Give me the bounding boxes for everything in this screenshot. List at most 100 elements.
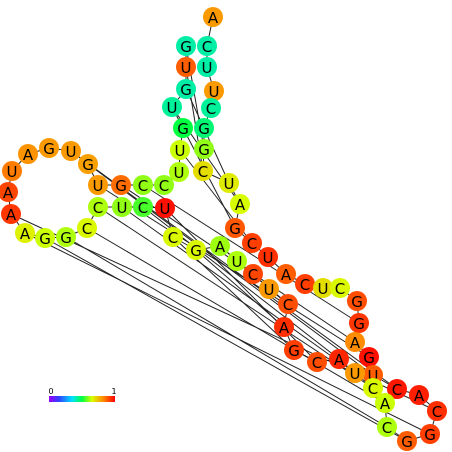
nucleotide-letter: G — [60, 229, 72, 247]
nucleotide-circle — [230, 194, 250, 214]
nucleotide-letter: C — [206, 100, 216, 118]
nucleotide-circle — [18, 144, 38, 164]
nucleotide-circle — [219, 173, 239, 193]
nucleotide: U — [176, 57, 196, 77]
nucleotide-letter: C — [247, 235, 257, 253]
nucleotide-letter: G — [351, 293, 363, 311]
nucleotide: A — [409, 385, 429, 405]
nucleotide-letter: U — [318, 280, 329, 298]
nucleotide-letter: C — [93, 199, 103, 217]
nucleotide: G — [347, 291, 367, 311]
nucleotide-circle — [1, 204, 21, 224]
nucleotide-circle — [173, 118, 193, 138]
nucleotide-circle — [420, 424, 440, 444]
nucleotide-circle — [427, 401, 447, 421]
nucleotide-circle — [15, 223, 35, 243]
nucleotide-circle — [363, 378, 383, 398]
nucleotide: C — [278, 294, 298, 314]
nucleotide: U — [162, 97, 182, 117]
base-pair-bond — [87, 163, 374, 376]
nucleotide-circle — [163, 227, 183, 247]
nucleotide-letter: A — [380, 395, 391, 413]
nucleotide-letter: U — [7, 163, 18, 181]
nucleotide-circle — [2, 161, 22, 181]
nucleotide: C — [427, 401, 447, 421]
nucleotide-letter: A — [279, 319, 290, 337]
base-pair-bond — [142, 184, 360, 324]
nucleotide-circle — [278, 294, 298, 314]
nucleotide-letter: A — [215, 238, 226, 256]
nucleotide-letter: C — [312, 354, 322, 372]
nucleotide-circle — [387, 379, 407, 399]
nucleotide-circle — [170, 140, 190, 160]
nucleotide-letter: C — [138, 177, 148, 195]
nucleotide-letter: G — [39, 230, 51, 248]
nucleotide: C — [243, 264, 263, 284]
nucleotide: U — [197, 57, 217, 77]
nucleotide-circle — [56, 227, 76, 247]
nucleotide: U — [169, 162, 189, 182]
nucleotide-letter: U — [117, 199, 128, 217]
nucleotide: G — [284, 340, 304, 360]
nucleotide: C — [387, 379, 407, 399]
nucleotide: U — [204, 81, 224, 101]
nucleotide: A — [345, 332, 365, 352]
nucleotide-letter: A — [334, 351, 345, 369]
nucleotide: A — [375, 393, 395, 413]
nucleotide-circle — [176, 79, 196, 99]
nucleotide-letter: U — [181, 59, 192, 77]
nucleotide-letter: G — [180, 38, 192, 56]
base-pair-bond — [164, 207, 318, 363]
nucleotide-letter: G — [115, 177, 127, 195]
nucleotide-letter: C — [382, 419, 392, 437]
nucleotide: U — [227, 251, 247, 271]
nucleotide-circle — [197, 57, 217, 77]
nucleotide-letter: U — [167, 99, 178, 117]
nucleotide-letter: U — [263, 249, 274, 267]
nucleotide-circle — [78, 154, 98, 174]
nucleotide-circle — [0, 182, 18, 202]
nucleotide-letter: C — [300, 276, 310, 294]
nucleotide: G — [176, 36, 196, 56]
nucleotide-circle — [274, 317, 294, 337]
nucleotide-circle — [176, 36, 196, 56]
nucleotide: G — [194, 139, 214, 159]
nucleotide-circle — [133, 197, 153, 217]
nucleotide-letter: G — [198, 120, 210, 138]
nucleotide-circle — [210, 236, 230, 256]
nucleotide-letter: G — [190, 242, 202, 260]
nucleotide: G — [35, 228, 55, 248]
nucleotide-circle — [227, 251, 247, 271]
nucleotide-letter: A — [208, 9, 219, 27]
nucleotide: C — [154, 175, 174, 195]
nucleotide: A — [1, 204, 21, 224]
nucleotide-letter: G — [401, 433, 413, 451]
nucleotide: C — [242, 233, 262, 253]
nucleotide: G — [78, 154, 98, 174]
nucleotide-circle — [186, 240, 206, 260]
nucleotide-letter: C — [82, 220, 92, 238]
nucleotide-letter: A — [6, 206, 17, 224]
nucleotide-letter: U — [350, 365, 361, 383]
nucleotide-circle — [409, 385, 429, 405]
nucleotide-letter: G — [288, 342, 300, 360]
nucleotide-circle — [39, 138, 59, 158]
nucleotide-circle — [295, 274, 315, 294]
nucleotide: C — [201, 98, 221, 118]
nucleotide: U — [258, 247, 278, 267]
nucleotide-circle — [154, 175, 174, 195]
nucleotide: G — [225, 218, 245, 238]
nucleotide: C — [363, 378, 383, 398]
nucleotide-letter: C — [335, 280, 345, 298]
nucleotide-circle — [88, 175, 108, 195]
nucleotide-circle — [35, 228, 55, 248]
nucleotide: U — [219, 173, 239, 193]
nucleotide-circle — [243, 264, 263, 284]
nucleotide-circle — [375, 393, 395, 413]
nucleotide-letter: U — [93, 177, 104, 195]
nucleotide-circle — [162, 97, 182, 117]
nucleotide-circle — [77, 218, 97, 238]
nucleotide-circle — [345, 363, 365, 383]
